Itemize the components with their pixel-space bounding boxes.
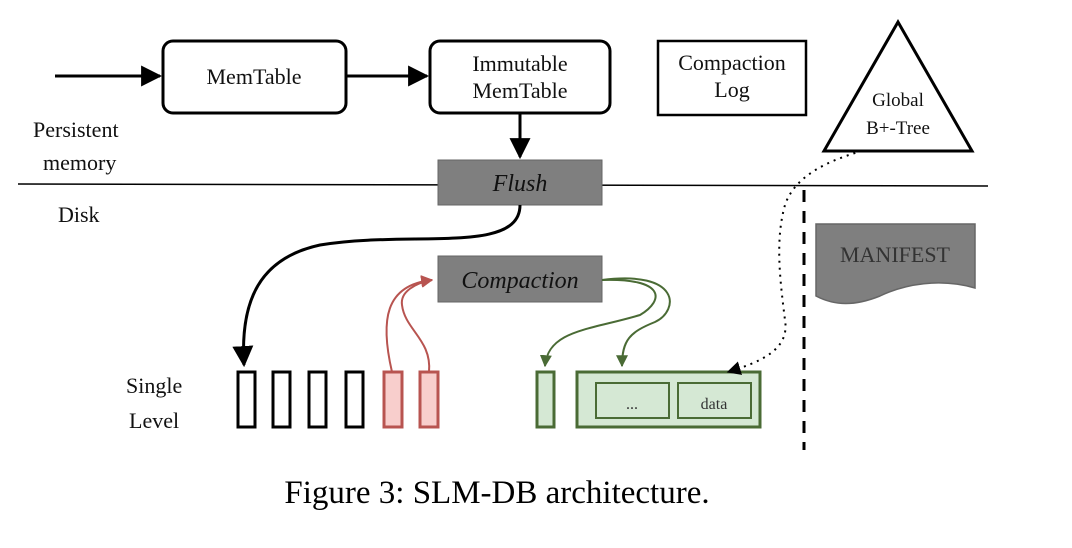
block-data-label: data	[701, 396, 728, 413]
global-btree-triangle	[821, 18, 975, 153]
compaction-box	[437, 255, 603, 303]
compaction-label: Compaction	[461, 268, 578, 294]
flush-to-sstable-arrow	[232, 204, 522, 368]
sstable-black-3	[307, 370, 328, 429]
sstable-black-2	[271, 370, 292, 429]
red-input-arrow-1	[385, 275, 434, 373]
sstable-black-4	[344, 370, 365, 429]
memtable-label: MemTable	[207, 64, 302, 89]
compaction-log-line1: Compaction	[678, 50, 786, 75]
flush-label: Flush	[492, 171, 548, 197]
sstable-red-2	[418, 370, 440, 429]
block-data	[677, 382, 752, 419]
single-level-line1: Single	[126, 373, 182, 398]
green-output-arrow-1	[539, 278, 657, 368]
block-ellipsis	[595, 382, 670, 419]
manifest-document	[815, 223, 976, 305]
green-output-arrow-2	[601, 277, 671, 368]
red-input-arrow-2	[400, 275, 434, 373]
compaction-log-box	[656, 39, 808, 117]
single-level-line2: Level	[129, 408, 179, 433]
sstable-red-1	[382, 370, 404, 429]
block-ellipsis-label: ...	[626, 396, 638, 413]
btree-to-data-pointer	[726, 150, 863, 375]
btree-label-line1: Global	[872, 90, 924, 111]
sstable-green-1	[535, 370, 556, 429]
btree-label-line2: B+-Tree	[866, 118, 930, 139]
manifest-label: MANIFEST	[840, 242, 951, 267]
persistent-memory-line1: Persistent	[33, 117, 119, 142]
sstable-black-1	[236, 370, 257, 429]
immutable-label-line1: Immutable	[472, 51, 567, 76]
immutable-label-line2: MemTable	[473, 78, 568, 103]
persistent-memory-line2: memory	[43, 150, 116, 175]
compaction-log-line2: Log	[714, 77, 749, 102]
disk-label: Disk	[58, 202, 100, 227]
figure-caption: Figure 3: SLM-DB architecture.	[284, 475, 709, 511]
